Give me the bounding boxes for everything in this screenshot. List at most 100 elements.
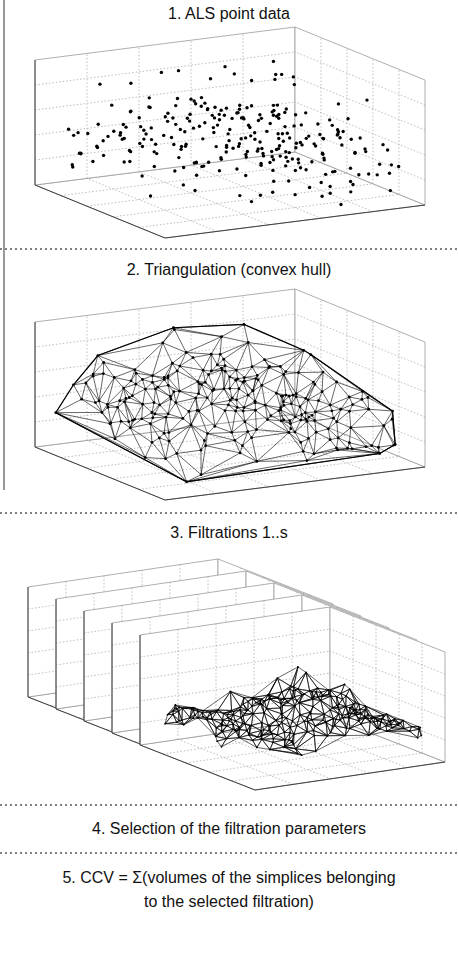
filtered-simplex [387,728,404,731]
lidar-point [182,183,185,186]
lidar-point [128,149,131,152]
filtered-simplex [292,741,294,745]
lidar-point [239,709,241,711]
lidar-point [340,143,343,146]
lidar-point [141,145,144,148]
lidar-point [240,717,242,719]
lidar-point [203,439,206,442]
filtered-simplex [218,691,232,710]
lidar-point [248,733,250,735]
grid-line [113,184,373,217]
lidar-point [281,717,283,719]
lidar-point [127,420,130,423]
filtered-simplex [316,736,346,752]
filtered-simplex [331,696,337,708]
lidar-point [267,366,270,369]
grid-line [35,102,295,135]
lidar-point [243,420,246,423]
lidar-point [365,445,368,448]
lidar-point [288,739,290,741]
lidar-point [222,731,224,733]
lidar-point [260,117,263,120]
lidar-point [178,390,181,393]
lidar-point [272,741,274,743]
lidar-point [176,370,179,373]
lidar-point [259,703,261,705]
lidar-point [330,409,333,412]
lidar-point [225,144,228,147]
lidar-point [239,137,242,140]
lidar-point [254,409,257,412]
lidar-point [269,695,271,697]
lidar-point [102,372,105,375]
lidar-point [209,711,211,713]
lidar-point [163,432,166,435]
filtered-simplex [365,706,386,715]
lidar-point [381,143,384,146]
lidar-point [297,666,299,668]
filtered-simplex [233,729,236,731]
lidar-point [323,158,326,161]
lidar-point [268,730,270,732]
filtered-simplex [306,672,328,690]
lidar-point [219,109,222,112]
lidar-point [277,116,280,119]
lidar-point [402,720,404,722]
lidar-point [338,136,341,139]
lidar-point [307,416,310,419]
lidar-point [192,356,195,359]
filtered-simplex [222,726,227,731]
lidar-point [353,151,356,154]
filtered-simplex [269,692,282,698]
lidar-point [378,163,381,166]
lidar-point [236,111,239,114]
lidar-point [327,735,329,737]
lidar-point [227,717,229,719]
lidar-point [284,370,287,373]
lidar-point [390,720,392,722]
axis-line [140,745,445,790]
lidar-point [349,190,352,193]
filtered-simplex [369,729,387,735]
lidar-point [358,703,360,705]
lidar-point [361,390,364,393]
lidar-point [353,151,356,154]
lidar-point [231,146,234,149]
lidar-point [299,405,302,408]
lidar-point [251,705,253,707]
lidar-point [192,99,195,102]
lidar-point [228,387,231,390]
lidar-point [382,718,384,720]
lidar-point [228,375,231,378]
lidar-point [96,354,99,357]
lidar-point [292,124,295,127]
lidar-point [150,138,153,141]
filtered-simplex [360,706,365,710]
lidar-point [411,726,413,728]
lidar-point [164,723,166,725]
lidar-point [371,716,373,718]
lidar-point [200,449,203,452]
lidar-point [272,158,275,161]
lidar-point [276,132,279,135]
lidar-point [292,720,294,722]
lidar-point [240,706,242,708]
lidar-point [288,151,291,154]
lidar-point [301,694,303,696]
lidar-point [270,150,273,153]
lidar-point [107,406,110,409]
lidar-point [134,383,137,386]
filtered-simplex [368,714,372,718]
filtered-simplex [410,727,419,732]
lidar-point [376,173,379,176]
lidar-point [236,377,239,380]
grid-line [139,47,140,172]
lidar-point [299,441,302,444]
lidar-point [397,724,399,726]
filtered-simplex [267,709,282,721]
lidar-point [128,396,131,399]
lidar-point [238,108,241,111]
lidar-point [212,131,215,134]
lidar-point [210,353,213,356]
lidar-point [230,431,233,434]
